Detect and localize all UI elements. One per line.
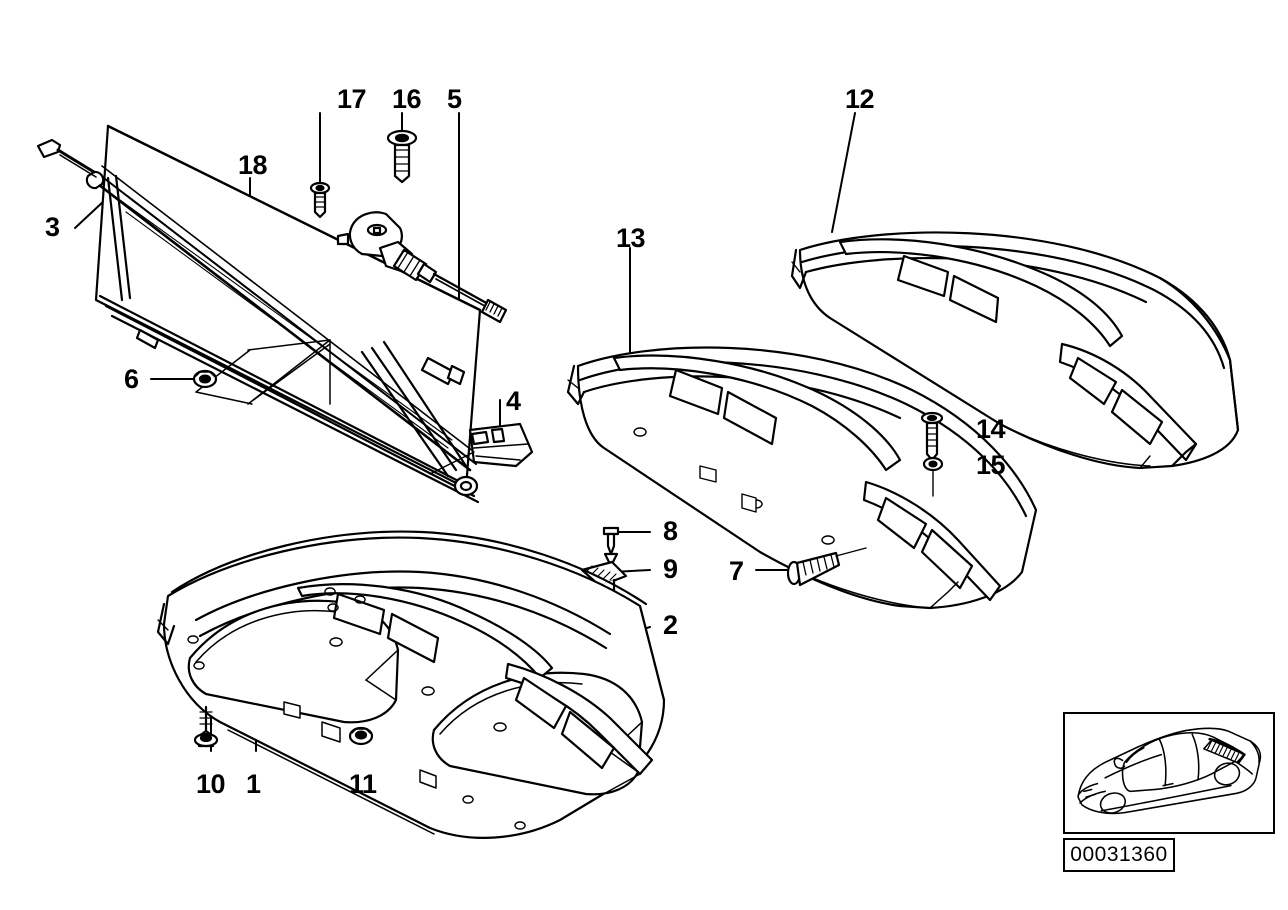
part-18-sun-blind-panel <box>85 124 483 504</box>
diagram-id-label: 00031360 <box>1063 838 1175 872</box>
callout-6: 6 <box>124 364 139 394</box>
callout-14: 14 <box>976 414 1006 444</box>
part-17-screw <box>309 181 331 219</box>
callout-1: 1 <box>246 769 261 799</box>
callout-11: 11 <box>349 769 377 799</box>
part-12-shelf-upper <box>790 231 1240 470</box>
callout-17: 17 <box>337 84 367 114</box>
callout-13: 13 <box>616 223 646 253</box>
callout-10: 10 <box>196 769 226 799</box>
callout-4: 4 <box>506 386 521 416</box>
part-6-nut <box>192 369 218 389</box>
part-1-shelf-main <box>156 530 666 839</box>
part-10-bolt <box>193 705 219 748</box>
callout-3: 3 <box>45 212 60 242</box>
callout-12: 12 <box>845 84 875 114</box>
callout-18: 18 <box>238 150 268 180</box>
part-16-screw <box>386 129 418 184</box>
callout-2: 2 <box>663 610 678 640</box>
vehicle-location-illustration <box>1077 727 1262 815</box>
part-3-pull-rod <box>36 138 97 178</box>
part-7-screw <box>786 547 867 587</box>
callout-7: 7 <box>729 556 744 586</box>
part-clip-small <box>420 356 466 386</box>
callout-9: 9 <box>663 554 678 584</box>
part-8-rivet <box>602 526 620 579</box>
callout-15: 15 <box>976 450 1006 480</box>
part-11-nut <box>348 726 374 746</box>
part-13-shelf-middle <box>566 346 1038 610</box>
part-4-end-cap <box>429 422 534 475</box>
callout-16: 16 <box>392 84 422 114</box>
part-15-washer <box>922 456 944 497</box>
part-5-drive-motor <box>336 211 508 324</box>
callout-8: 8 <box>663 516 678 546</box>
callout-5: 5 <box>447 84 462 114</box>
vehicle-location-box <box>1063 712 1275 834</box>
